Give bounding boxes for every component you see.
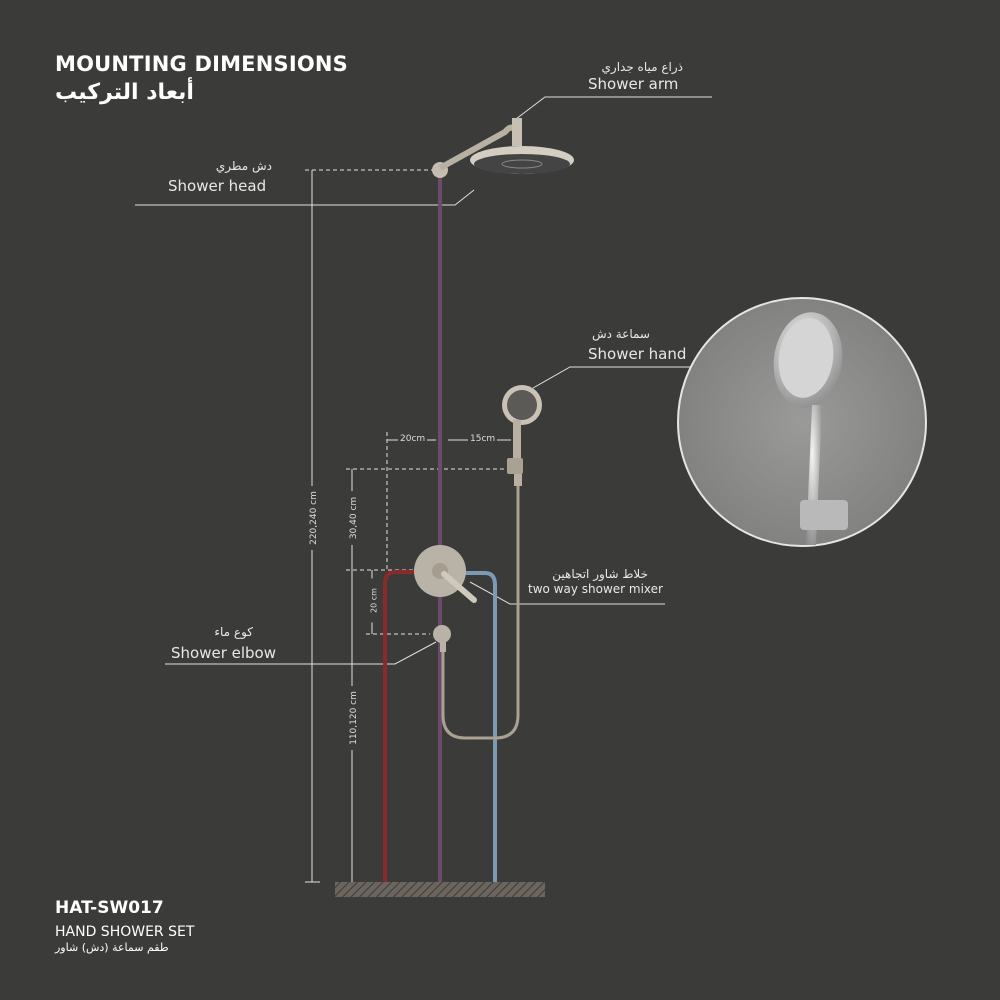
dimension-lines: [135, 96, 712, 883]
mixer-label: two way shower mixer: [528, 582, 663, 596]
cold-water-pipe: [464, 571, 497, 882]
shower-hand-label-ar: سماعة دش: [591, 327, 650, 341]
shower-elbow-label: Shower elbow: [171, 644, 276, 662]
shower-head-label-ar: دش مطري: [215, 159, 272, 173]
shower-elbow: [433, 625, 451, 652]
shower-mixer: [414, 545, 477, 603]
page-title-arabic: أبعاد التركيب: [55, 80, 194, 105]
holder-height-dimension: 30,40 cm: [349, 491, 359, 545]
right-offset-dimension: 15cm: [468, 434, 498, 444]
product-name: HAND SHOWER SET: [55, 924, 195, 940]
shower-hose: [441, 485, 520, 740]
mixer-height-dimension: 110,120 cm: [349, 686, 359, 750]
shower-arm-label: Shower arm: [588, 75, 679, 93]
product-code: HAT-SW017: [55, 898, 164, 918]
shower-elbow-label-ar: كوع ماء: [214, 625, 253, 639]
hand-shower-closeup: [677, 297, 927, 547]
rain-shower-head: [432, 118, 574, 178]
left-offset-dimension: 20cm: [398, 434, 428, 444]
floor: [335, 882, 545, 897]
product-name-ar: طقم سماعة (دش) شاور: [55, 941, 169, 954]
mixer-label-ar: خلاط شاور اتجاهين: [552, 567, 648, 581]
total-height-dimension: 220,240 cm: [309, 486, 319, 550]
mixer-elbow-dimension: 20 cm: [369, 578, 379, 623]
page-title: MOUNTING DIMENSIONS: [55, 52, 348, 76]
hand-shower: [502, 385, 542, 486]
shower-head-label: Shower head: [168, 177, 267, 195]
hot-water-pipe: [383, 570, 416, 882]
shower-arm-label-ar: ذراع مياه جداري: [601, 60, 684, 74]
shower-hand-label: Shower hand: [588, 345, 687, 363]
